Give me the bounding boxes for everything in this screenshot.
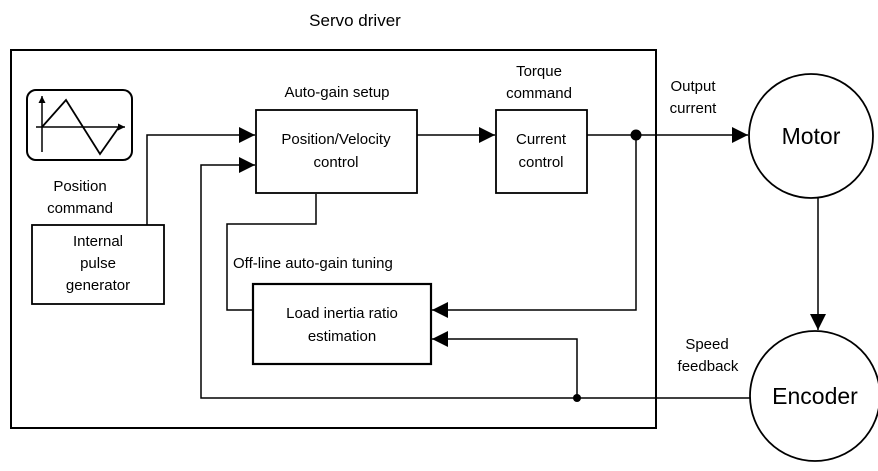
pulse-generator-text-3: generator: [66, 277, 130, 294]
position-velocity-control-block: [255, 109, 418, 194]
encoder-label: Encoder: [772, 383, 858, 409]
internal-pulse-generator-block: [31, 224, 165, 305]
arrow-pulse-to-posvel: [146, 127, 255, 225]
pulse-generator-text-2: pulse: [80, 255, 116, 272]
torque-command-label-1: Torque: [516, 63, 562, 80]
load-inertia-text-2: estimation: [308, 328, 376, 345]
position-velocity-text-1: Position/Velocity: [281, 131, 391, 148]
position-velocity-text-2: control: [313, 154, 358, 171]
motor-circle: [748, 73, 874, 199]
offline-tuning-label: Off-line auto-gain tuning: [233, 255, 393, 272]
arrow-speed-feedback-to-posvel: [200, 157, 750, 399]
load-inertia-estimation-block: [251, 282, 433, 366]
arrow-current-to-load-inertia: [432, 135, 637, 318]
torque-command-label-2: command: [506, 85, 572, 102]
speed-feedback-label-1: Speed: [685, 336, 728, 353]
auto-gain-setup-label: Auto-gain setup: [284, 84, 389, 101]
speed-feedback-label-2: feedback: [678, 358, 739, 375]
sine-wave-icon: [26, 89, 133, 161]
motor-label: Motor: [782, 123, 841, 149]
current-control-text-1: Current: [516, 131, 567, 148]
offline-tuning-line: [226, 194, 317, 311]
feedback-junction-dot: [573, 394, 581, 402]
arrow-feedback-to-load-inertia: [432, 331, 578, 398]
output-current-label-2: current: [670, 100, 718, 117]
output-current-label-1: Output: [670, 78, 716, 95]
current-control-block: [495, 109, 588, 194]
pulse-generator-text-1: Internal: [73, 233, 123, 250]
servo-driver-frame: [10, 49, 657, 429]
load-inertia-text-1: Load inertia ratio: [286, 305, 398, 322]
diagram-title: Servo driver: [309, 11, 401, 30]
current-control-text-2: control: [518, 154, 563, 171]
position-command-label-2: command: [47, 200, 113, 217]
position-command-label-1: Position: [53, 178, 106, 195]
output-current-junction-dot: [630, 129, 642, 141]
encoder-circle: [749, 330, 878, 462]
